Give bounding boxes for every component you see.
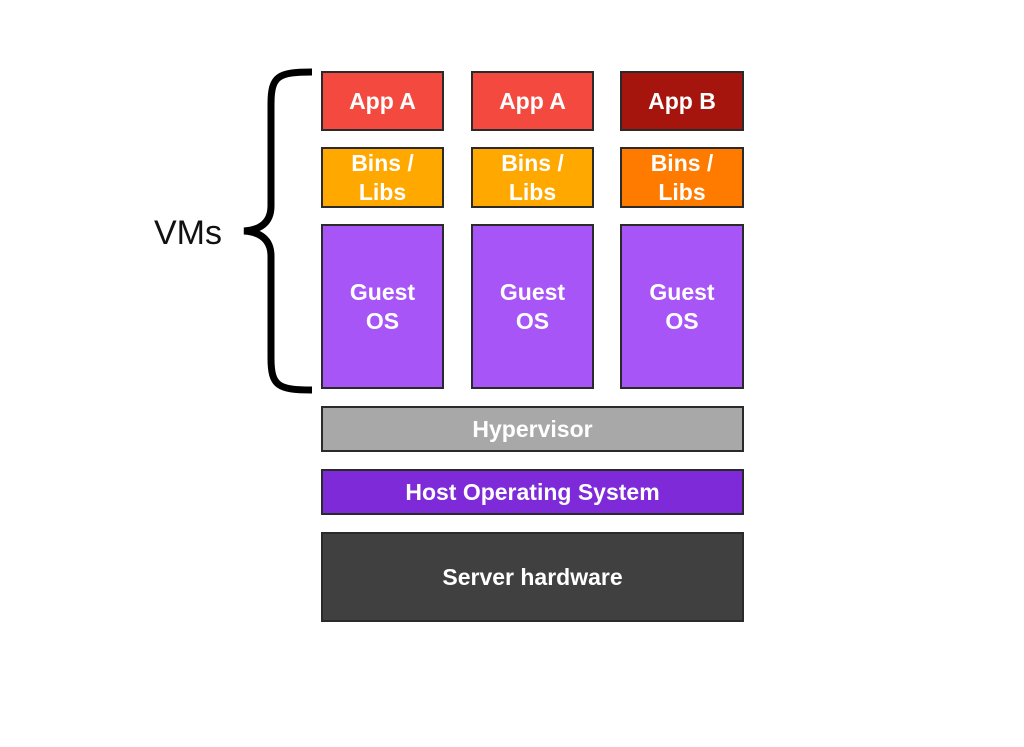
vm-2-app-block: App A (471, 71, 594, 131)
vm-3-bins-block: Bins / Libs (620, 147, 744, 208)
vm-1-app-label: App A (349, 87, 416, 114)
host-os-label: Host Operating System (405, 478, 660, 505)
vm-1-bins-label: Bins / Libs (351, 149, 414, 205)
vm-2-bins-block: Bins / Libs (471, 147, 594, 208)
vm-3-app-block: App B (620, 71, 744, 131)
server-hardware-layer: Server hardware (321, 532, 744, 622)
vm-3-guest-os-label: Guest OS (649, 278, 715, 334)
vm-3-guest-os-block: Guest OS (620, 224, 744, 389)
vm-1-guest-os-block: Guest OS (321, 224, 444, 389)
vm-2-bins-label: Bins / Libs (501, 149, 564, 205)
vm-2-app-label: App A (499, 87, 566, 114)
vm-1-bins-block: Bins / Libs (321, 147, 444, 208)
vms-label: VMs (154, 214, 222, 252)
hypervisor-layer: Hypervisor (321, 406, 744, 452)
server-hardware-label: Server hardware (442, 563, 623, 590)
vm-3-app-label: App B (648, 87, 716, 114)
vm-2-guest-os-block: Guest OS (471, 224, 594, 389)
host-os-layer: Host Operating System (321, 469, 744, 515)
hypervisor-label: Hypervisor (472, 415, 593, 442)
vm-1-app-block: App A (321, 71, 444, 131)
vm-3-bins-label: Bins / Libs (650, 149, 714, 205)
vm-1-guest-os-label: Guest OS (349, 278, 416, 334)
vm-2-guest-os-label: Guest OS (499, 278, 566, 334)
vms-brace (243, 68, 313, 394)
